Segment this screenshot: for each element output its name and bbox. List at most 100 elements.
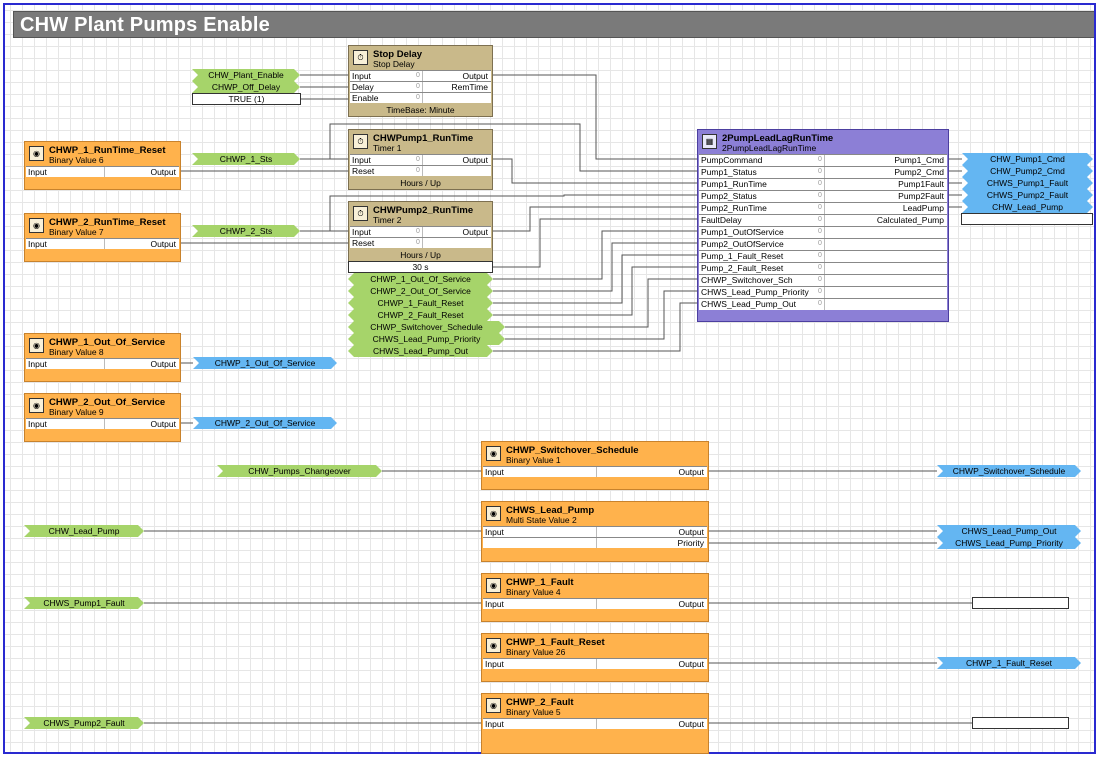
input-port[interactable]: Pump_1_Fault_Reset [701, 251, 784, 261]
port-priority[interactable]: Priority [677, 538, 704, 548]
port-output[interactable]: Output [150, 239, 176, 249]
port-input[interactable]: Input [485, 599, 504, 609]
port-input[interactable]: Input [485, 527, 504, 537]
output-tag-pump2-cmd[interactable]: CHW_Pump2_Cmd [962, 165, 1093, 177]
output-empty-box[interactable] [961, 213, 1093, 225]
output-tag-oos2[interactable]: CHWP_2_Out_Of_Service [193, 417, 337, 429]
input-port[interactable]: Pump2_Status [701, 191, 757, 201]
port-input[interactable]: Input [352, 227, 371, 237]
output-tag-pump1-fault[interactable]: CHWS_Pump1_Fault [962, 177, 1093, 189]
input-port[interactable]: CHWS_Lead_Pump_Priority [701, 287, 809, 297]
bv-runtime2-reset[interactable]: ◉ CHWP_2_RunTime_Reset Binary Value 7 In… [24, 213, 181, 262]
input-tag-pump1-fault[interactable]: CHWS_Pump1_Fault [24, 597, 144, 609]
input-tag-pump2-fault[interactable]: CHWS_Pump2_Fault [24, 717, 144, 729]
input-port[interactable]: Pump2_RunTime [701, 203, 767, 213]
port-value: 0 [818, 288, 822, 295]
mid-tag[interactable]: CHWS_Lead_Pump_Out [348, 345, 493, 357]
input-tag-chw-lead-pump[interactable]: CHW_Lead_Pump [24, 525, 144, 537]
output-port[interactable]: Calculated_Pump [876, 215, 944, 225]
constant-delay-30s[interactable]: 30 s [348, 261, 493, 273]
input-port[interactable]: CHWS_Lead_Pump_Out [701, 299, 796, 309]
port-output[interactable]: Output [678, 719, 704, 729]
port-output[interactable]: Output [150, 359, 176, 369]
mid-tag[interactable]: CHWP_2_Out_Of_Service [348, 285, 493, 297]
port-delay[interactable]: Delay [352, 82, 374, 92]
port-output[interactable]: Output [678, 527, 704, 537]
port-input[interactable]: Input [352, 71, 371, 81]
output-tag-lead-priority[interactable]: CHWS_Lead_Pump_Priority [937, 537, 1081, 549]
bv-oos1[interactable]: ◉ CHWP_1_Out_Of_Service Binary Value 8 I… [24, 333, 181, 382]
output-tag-lead-out[interactable]: CHWS_Lead_Pump_Out [937, 525, 1081, 537]
input-tag-off-delay[interactable]: CHWP_Off_Delay [192, 81, 300, 93]
output-tag-pump2-fault[interactable]: CHWS_Pump2_Fault [962, 189, 1093, 201]
input-tag-pumps-changeover[interactable]: CHW_Pumps_Changeover [217, 465, 382, 477]
output-tag-fault-reset1[interactable]: CHWP_1_Fault_Reset [937, 657, 1081, 669]
port-output[interactable]: Output [462, 71, 488, 81]
port-output[interactable]: Output [462, 227, 488, 237]
bv-oos2[interactable]: ◉ CHWP_2_Out_Of_Service Binary Value 9 I… [24, 393, 181, 442]
bv-switchover[interactable]: ◉ CHWP_Switchover_Schedule Binary Value … [481, 441, 709, 490]
output-port[interactable]: Pump2_Cmd [894, 167, 944, 177]
port-output[interactable]: Output [150, 167, 176, 177]
input-port[interactable]: FaultDelay [701, 215, 742, 225]
leadlag-runtime-block[interactable]: ▦ 2PumpLeadLagRunTime 2PumpLeadLagRunTim… [697, 129, 949, 322]
input-port[interactable]: Pump_2_Fault_Reset [701, 263, 784, 273]
input-port[interactable]: Pump1_OutOfService [701, 227, 784, 237]
mid-tag[interactable]: CHWP_Switchover_Schedule [348, 321, 505, 333]
port-value: 0 [818, 216, 822, 223]
port-input[interactable]: Input [28, 419, 47, 429]
mid-tag[interactable]: CHWP_1_Fault_Reset [348, 297, 493, 309]
input-port[interactable]: Pump2_OutOfService [701, 239, 784, 249]
port-input[interactable]: Input [485, 719, 504, 729]
output-port[interactable]: Pump2Fault [898, 191, 944, 201]
port-output[interactable]: Output [678, 659, 704, 669]
input-port[interactable]: CHWP_Switchover_Sch [701, 275, 793, 285]
port-input[interactable]: Input [352, 155, 371, 165]
port-input[interactable]: Input [485, 467, 504, 477]
constant-true[interactable]: TRUE (1) [192, 93, 301, 105]
output-empty-box[interactable] [972, 597, 1069, 609]
port-reset[interactable]: Reset [352, 238, 375, 248]
binary-value-icon: ◉ [486, 578, 501, 593]
output-port[interactable]: Pump1Fault [898, 179, 944, 189]
input-port[interactable]: Pump1_RunTime [701, 179, 767, 189]
wire [505, 278, 697, 328]
output-port[interactable]: Pump1_Cmd [894, 155, 944, 165]
output-tag-switchover[interactable]: CHWP_Switchover_Schedule [937, 465, 1081, 477]
input-tag-sts1[interactable]: CHWP_1_Sts [192, 153, 300, 165]
output-tag-oos1[interactable]: CHWP_1_Out_Of_Service [193, 357, 337, 369]
mid-tag[interactable]: CHWP_2_Fault_Reset [348, 309, 493, 321]
input-port[interactable]: PumpCommand [701, 155, 763, 165]
port-input[interactable]: Input [28, 359, 47, 369]
output-port[interactable]: LeadPump [902, 203, 944, 213]
block-title: 2PumpLeadLagRunTime [722, 133, 834, 144]
bv-runtime1-reset[interactable]: ◉ CHWP_1_RunTime_Reset Binary Value 6 In… [24, 141, 181, 190]
port-output[interactable]: Output [150, 419, 176, 429]
port-input[interactable]: Input [485, 659, 504, 669]
port-output[interactable]: Output [678, 467, 704, 477]
output-tag-pump1-cmd[interactable]: CHW_Pump1_Cmd [962, 153, 1093, 165]
port-reset[interactable]: Reset [352, 166, 375, 176]
port-output[interactable]: Output [678, 599, 704, 609]
port-input[interactable]: Input [28, 239, 47, 249]
port-remtime[interactable]: RemTime [451, 82, 488, 92]
input-tag-sts2[interactable]: CHWP_2_Sts [192, 225, 300, 237]
block-subtitle: Multi State Value 2 [506, 515, 577, 525]
mv-lead-pump[interactable]: ◉ CHWS_Lead_Pump Multi State Value 2 Inp… [481, 501, 709, 562]
mid-tag[interactable]: CHWS_Lead_Pump_Priority [348, 333, 505, 345]
port-output[interactable]: Output [462, 155, 488, 165]
mid-tag[interactable]: CHWP_1_Out_Of_Service [348, 273, 493, 285]
block-footer: Hours / Up [400, 250, 441, 260]
output-tag-lead-pump[interactable]: CHW_Lead_Pump [962, 201, 1093, 213]
port-input[interactable]: Input [28, 167, 47, 177]
port-enable[interactable]: Enable [352, 93, 379, 103]
output-empty-box[interactable] [972, 717, 1069, 729]
bv-fault1-reset[interactable]: ◉ CHWP_1_Fault_Reset Binary Value 26 Inp… [481, 633, 709, 682]
input-tag-plant-enable[interactable]: CHW_Plant_Enable [192, 69, 300, 81]
input-port[interactable]: Pump1_Status [701, 167, 757, 177]
